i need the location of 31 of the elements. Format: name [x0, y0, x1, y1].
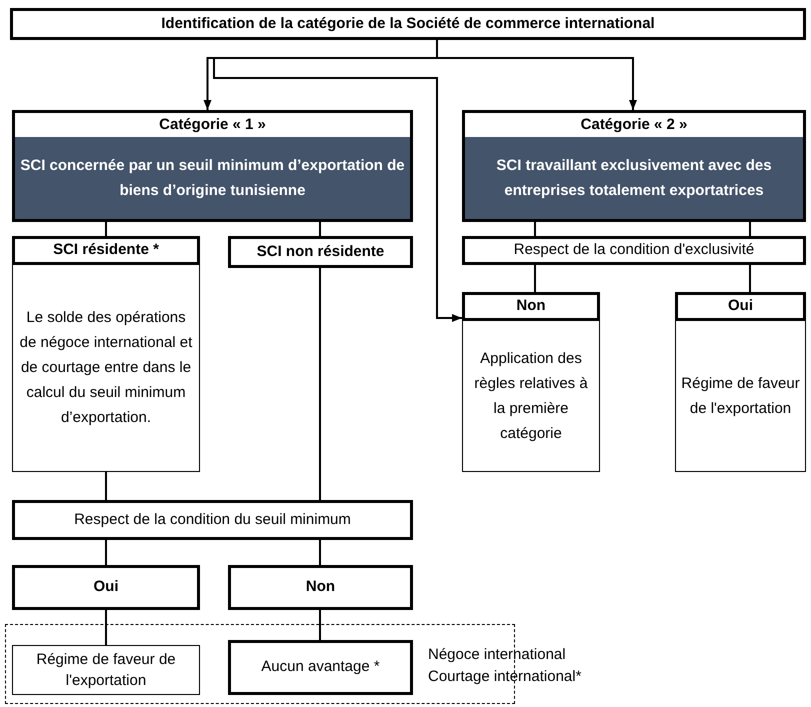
connector — [534, 222, 536, 236]
condition-box: Respect de la condition du seuil minimum — [12, 500, 413, 540]
heading-box: Oui — [675, 292, 806, 320]
heading-box: Non — [462, 292, 600, 320]
connector — [105, 472, 107, 500]
category-description: SCI travaillant exclusivement avec des entreprises totalement exportatrices — [495, 156, 773, 201]
category-heading: Catégorie « 1 » — [15, 113, 410, 137]
heading-box: SCI résidente * — [12, 236, 200, 264]
connector — [534, 265, 536, 292]
note-text: Négoce international Courtage international* — [428, 645, 582, 687]
answer-box: SCI non résidente — [228, 236, 413, 268]
connector — [319, 610, 321, 640]
outcome-box: Régime de faveur de l'exportation — [12, 645, 200, 695]
connector — [749, 222, 751, 236]
description-box: Le solde des opérations de négoce international et de courtage entre dans le calcul du seuil minimum d’exportation. — [12, 264, 200, 472]
description-box: Régime de faveur de l'exportation — [675, 320, 806, 472]
outcome-box: Aucun avantage * — [228, 640, 413, 695]
title-box: Identification de la catégorie de la Société de commerce international — [10, 8, 806, 40]
connector — [319, 222, 321, 236]
connector — [749, 265, 751, 292]
category-description: SCI concernée par un seuil minimum d’exportation de biens d’origine tunisienne — [19, 156, 406, 201]
connector — [319, 268, 321, 500]
condition-box: Respect de la condition d'exclusivité — [462, 236, 806, 265]
answer-box: Non — [228, 565, 413, 610]
connector — [105, 540, 107, 565]
connector — [319, 540, 321, 565]
category-heading: Catégorie « 2 » — [465, 113, 803, 137]
description-box: Application des règles relatives à la première catégorie — [462, 320, 600, 472]
connector — [105, 610, 107, 645]
connector — [105, 222, 107, 236]
answer-box: Oui — [12, 565, 200, 610]
